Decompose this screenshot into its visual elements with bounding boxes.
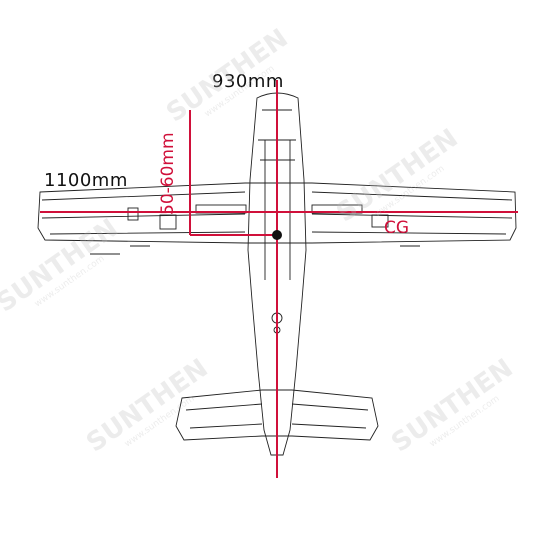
cg-marker [272,230,282,240]
wing [37,182,517,255]
cg-label: CG [384,218,410,238]
cg-range-label: 50-60mm [158,132,178,215]
horizontal-stabilizer [175,389,379,441]
length-label: 930mm [212,71,284,92]
wingspan-label: 1100mm [44,170,128,191]
dimension-lines [40,80,518,478]
